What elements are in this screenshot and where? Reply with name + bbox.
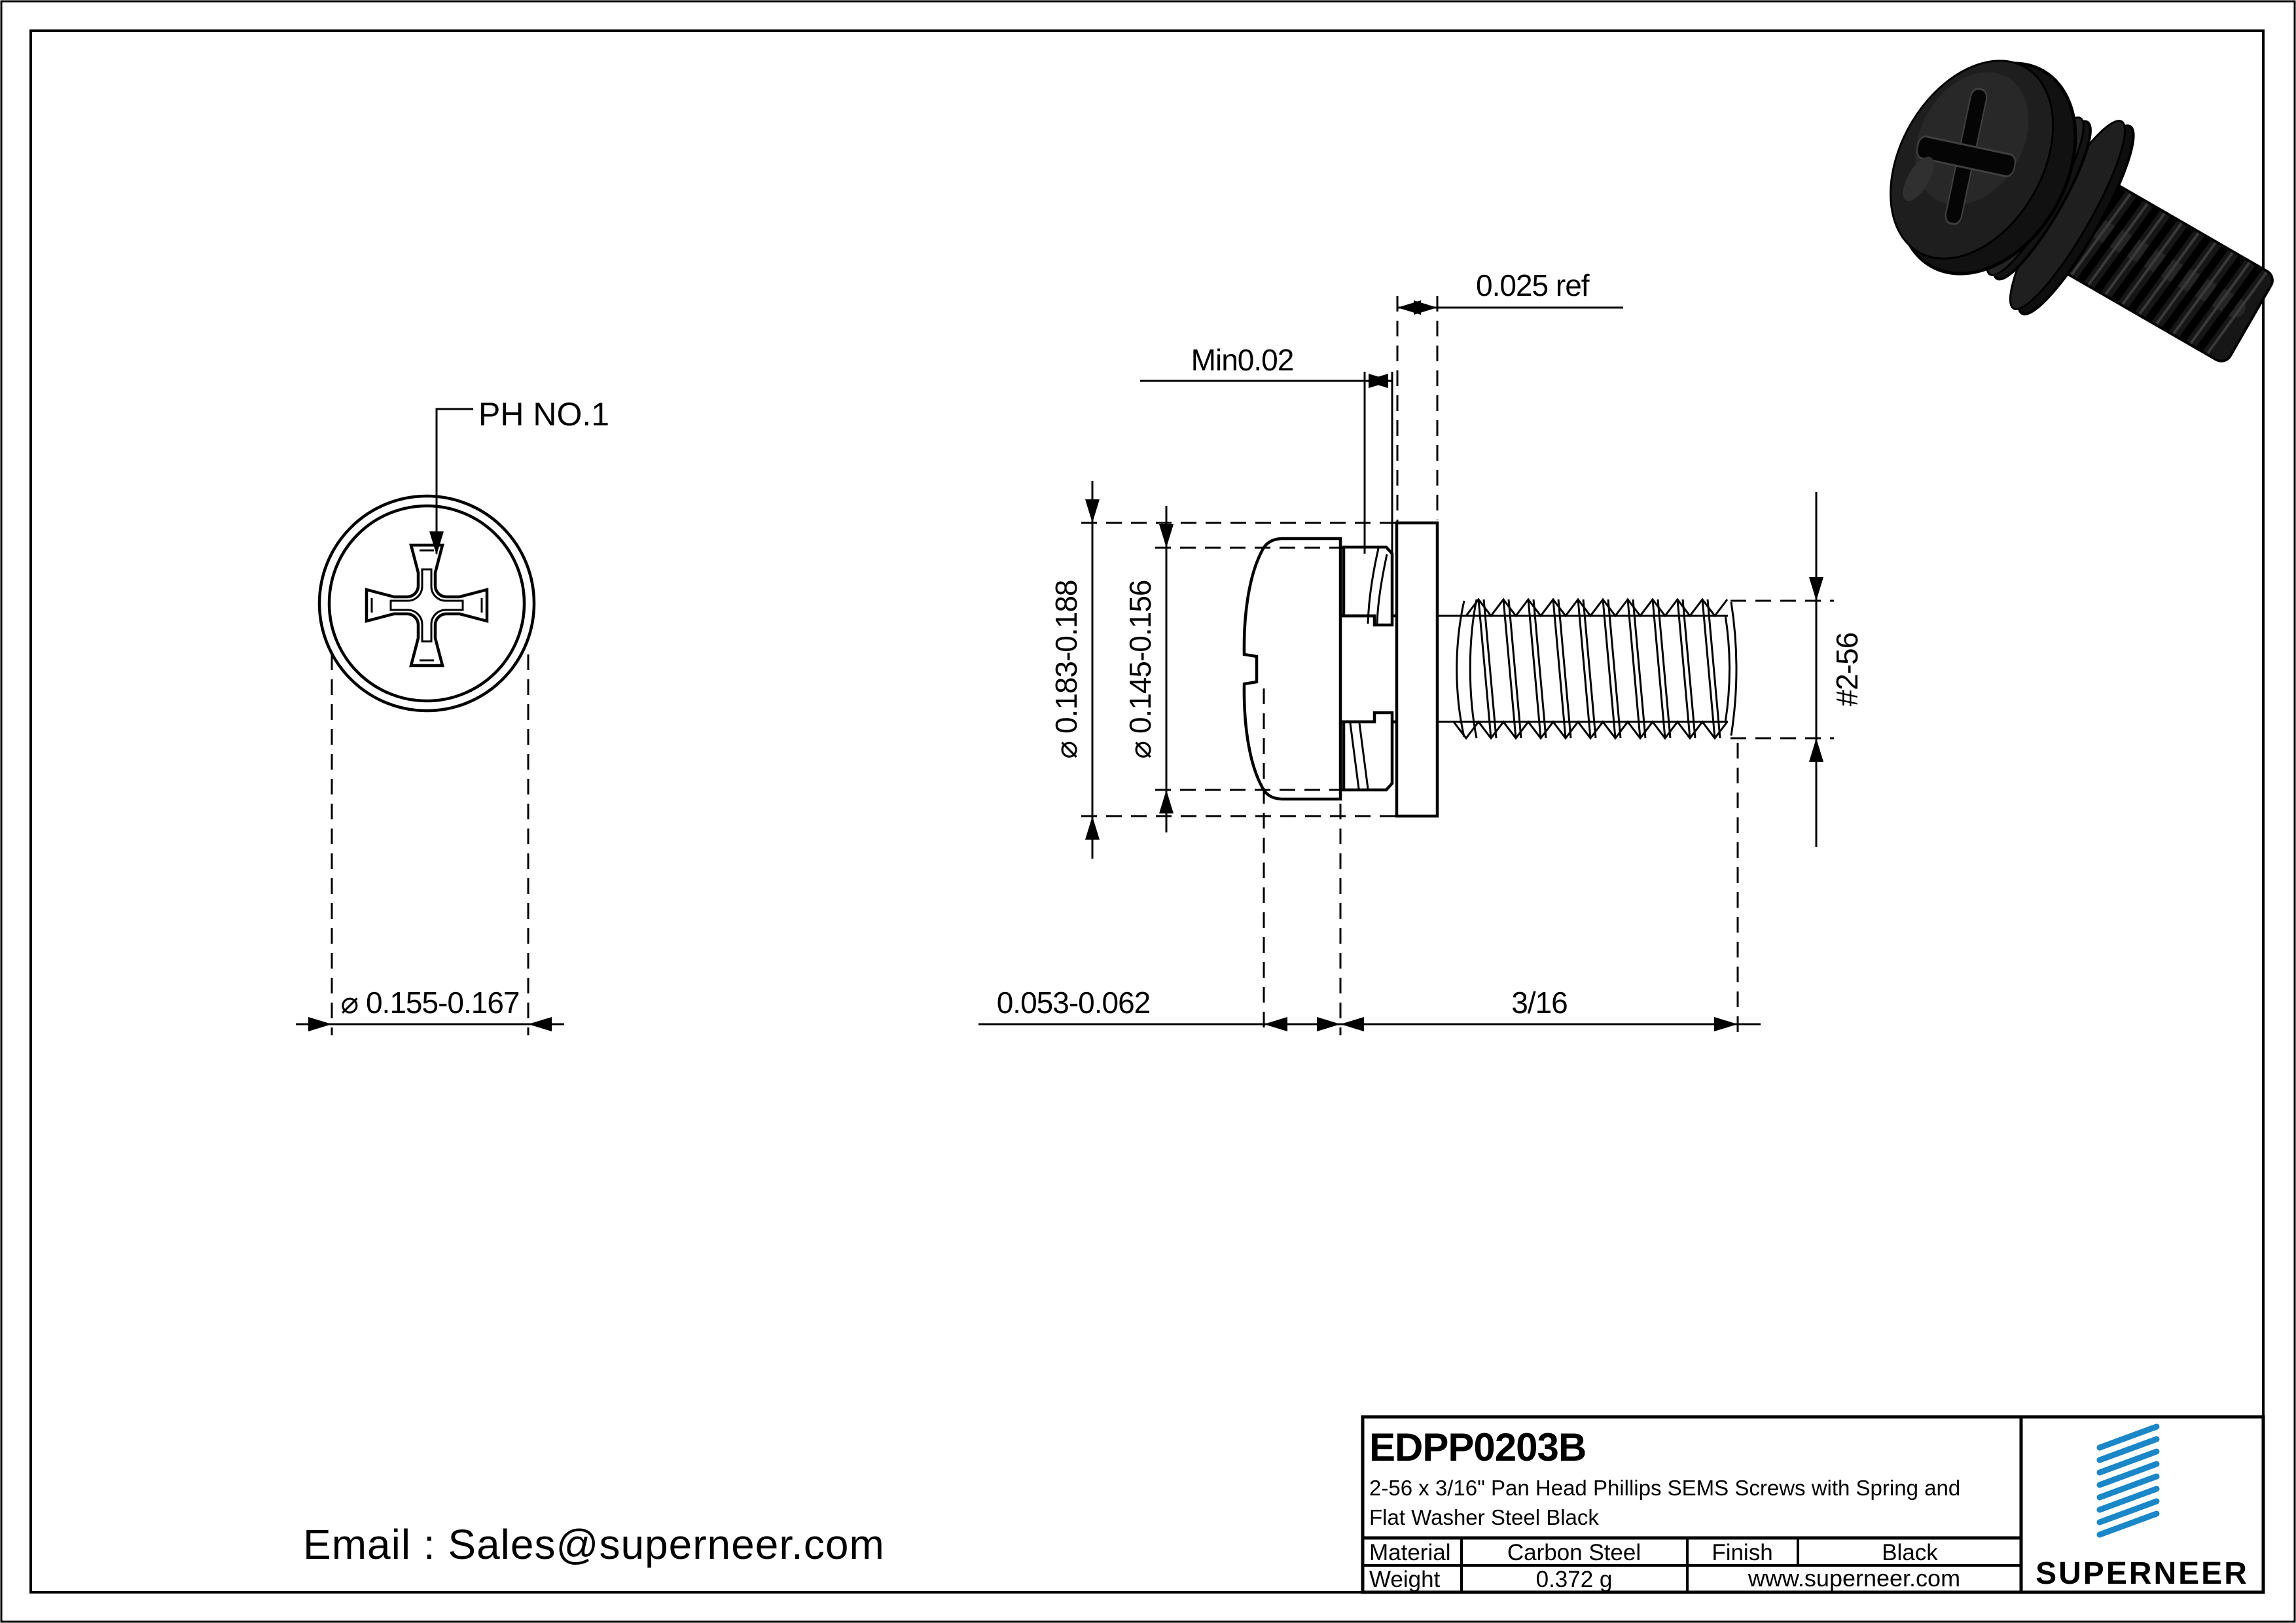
dimension-arrow-icon bbox=[528, 1017, 552, 1031]
dimension-arrow-icon bbox=[1085, 816, 1100, 840]
leader-arrow-icon bbox=[429, 531, 444, 555]
front-view: PH NO.1 ⌀ 0.155-0.167 bbox=[296, 396, 609, 1035]
part-number: EDPP0203B bbox=[1369, 1425, 1586, 1469]
phillips-recess-icon bbox=[365, 543, 489, 668]
dimension-arrow-icon bbox=[1809, 577, 1823, 601]
dimension-arrow-icon bbox=[1085, 499, 1100, 523]
phillips-tip-lines bbox=[370, 549, 483, 662]
inner-frame bbox=[29, 29, 2265, 1594]
pan-head-profile bbox=[1242, 537, 1342, 801]
dimension-arrow-icon bbox=[1340, 1017, 1364, 1031]
dimension-arrow-icon bbox=[308, 1017, 332, 1031]
callout-leader-line bbox=[435, 408, 473, 554]
dimension-arrow-icon bbox=[1159, 790, 1174, 813]
finish-value: Black bbox=[1882, 1540, 1938, 1565]
flat-washer-thickness-dim: 0.025 ref bbox=[1476, 268, 1590, 302]
thread-end-chamfer bbox=[1724, 601, 1738, 736]
spring-washer-split bbox=[1367, 548, 1388, 624]
thread-flank-lines bbox=[1477, 599, 1721, 739]
dimension-arrow-icon bbox=[1159, 524, 1174, 548]
dimension-arrow-icon bbox=[1714, 1017, 1738, 1031]
dimension-arrow-icon bbox=[1317, 1017, 1340, 1031]
material-value: Carbon Steel bbox=[1507, 1540, 1641, 1565]
washer-outline-circle bbox=[317, 494, 536, 713]
side-view-dimensions: ⌀ 0.183-0.188 ⌀ 0.145-0.156 Min0.02 0.02… bbox=[978, 268, 1864, 1035]
dimension-arrow-icon bbox=[1414, 300, 1437, 315]
min-clearance-dim: Min0.02 bbox=[1191, 343, 1294, 377]
threaded-shank bbox=[1437, 597, 1738, 740]
thread-runout bbox=[1456, 599, 1478, 739]
head-height-dim: 0.053-0.062 bbox=[997, 986, 1151, 1020]
brand-name: SUPERNEER bbox=[2036, 1556, 2249, 1591]
spring-washer-top bbox=[1342, 545, 1394, 627]
render-phillips-icon bbox=[1916, 88, 2017, 225]
phillips-inner-cross bbox=[389, 568, 464, 643]
render-edge-highlight bbox=[1903, 156, 1934, 202]
screw-3d-render bbox=[1890, 60, 2274, 363]
dimension-arrow-icon bbox=[1369, 374, 1392, 388]
dimension-arrow-icon bbox=[1264, 1017, 1287, 1031]
part-description-line2: Flat Washer Steel Black bbox=[1369, 1505, 1599, 1529]
drive-callout-label: PH NO.1 bbox=[478, 396, 609, 433]
contact-email: Email : Sales@superneer.com bbox=[303, 1521, 885, 1568]
phillips-outer-cross bbox=[365, 543, 489, 668]
head-diameter-dim: ⌀ 0.155-0.167 bbox=[340, 986, 519, 1020]
part-description-line1: 2-56 x 3/16" Pan Head Phillips SEMS Scre… bbox=[1369, 1476, 1960, 1500]
finish-label: Finish bbox=[1712, 1540, 1772, 1565]
material-label: Material bbox=[1369, 1540, 1450, 1565]
head-outline-circle bbox=[327, 504, 526, 703]
flat-washer-profile bbox=[1395, 521, 1439, 818]
side-view bbox=[1242, 521, 1738, 818]
website-link[interactable]: www.superneer.com bbox=[1748, 1565, 1960, 1592]
flat-washer-od-dim: ⌀ 0.183-0.188 bbox=[1049, 580, 1083, 758]
weight-value: 0.372 g bbox=[1536, 1567, 1613, 1592]
superneer-logo-icon bbox=[2096, 1423, 2160, 1538]
spring-washer-od-dim: ⌀ 0.145-0.156 bbox=[1123, 580, 1157, 758]
thread-size-dim: #2-56 bbox=[1830, 633, 1864, 707]
title-block: EDPP0203B 2-56 x 3/16" Pan Head Phillips… bbox=[1361, 1415, 2265, 1594]
weight-label: Weight bbox=[1369, 1567, 1441, 1592]
screw-length-dim: 3/16 bbox=[1511, 986, 1568, 1020]
spring-washer-split bbox=[1349, 722, 1369, 789]
dimension-arrow-icon bbox=[1809, 738, 1823, 762]
